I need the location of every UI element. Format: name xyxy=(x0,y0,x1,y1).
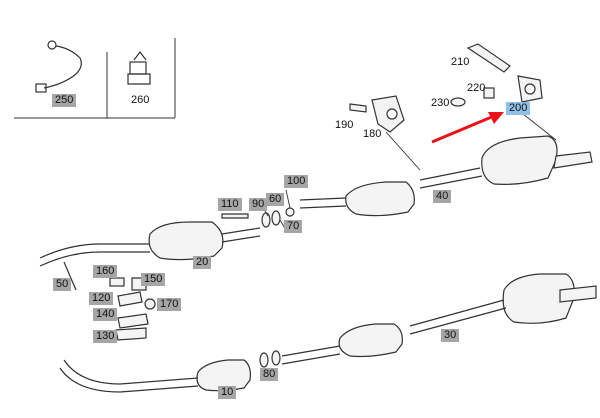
red-arrow-icon xyxy=(431,112,504,144)
label-part-190[interactable]: 190 xyxy=(335,119,354,131)
label-part-30[interactable]: 30 xyxy=(441,329,460,342)
clip-drawing xyxy=(127,51,151,85)
label-part-200[interactable]: 200 xyxy=(506,102,531,115)
label-part-140[interactable]: 140 xyxy=(93,308,118,321)
label-part-70[interactable]: 70 xyxy=(284,220,303,233)
label-part-90[interactable]: 90 xyxy=(249,198,268,211)
label-part-130[interactable]: 130 xyxy=(93,330,118,343)
label-part-50[interactable]: 50 xyxy=(53,278,72,291)
label-part-100[interactable]: 100 xyxy=(284,175,309,188)
label-part-60[interactable]: 60 xyxy=(266,193,285,206)
label-part-230[interactable]: 230 xyxy=(431,97,450,109)
lower-exhaust-system xyxy=(59,273,597,393)
oxygen-sensor-drawing xyxy=(35,40,82,93)
label-part-180[interactable]: 180 xyxy=(363,128,382,140)
leader-lines xyxy=(261,109,557,231)
inset-box xyxy=(14,38,176,119)
label-part-160[interactable]: 160 xyxy=(93,265,118,278)
label-part-170[interactable]: 170 xyxy=(157,298,182,311)
bracket-parts xyxy=(63,261,156,341)
label-part-120[interactable]: 120 xyxy=(89,292,114,305)
label-part-40[interactable]: 40 xyxy=(433,190,452,203)
label-part-250[interactable]: 250 xyxy=(52,94,77,107)
label-part-150[interactable]: 150 xyxy=(141,273,166,286)
label-part-210[interactable]: 210 xyxy=(451,56,470,68)
label-part-110[interactable]: 110 xyxy=(218,198,242,211)
label-part-260[interactable]: 260 xyxy=(131,94,150,106)
label-part-10[interactable]: 10 xyxy=(218,386,237,399)
label-part-20[interactable]: 20 xyxy=(193,256,212,269)
upper-exhaust-system xyxy=(39,43,593,267)
label-part-220[interactable]: 220 xyxy=(467,82,486,94)
label-part-80[interactable]: 80 xyxy=(260,368,279,381)
